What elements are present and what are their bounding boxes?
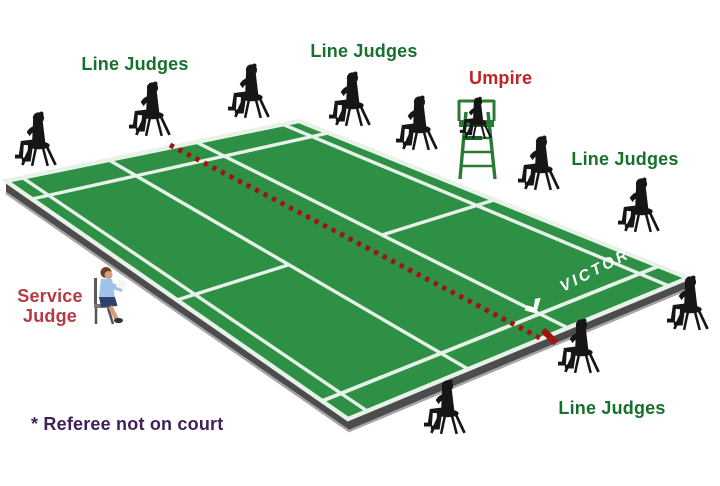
line-judge-figure [616,176,660,234]
line-judge-figure [516,134,560,192]
service-judge-label-line1: Service [17,286,83,306]
line-judge-figure [327,70,371,128]
net-line-dotted [168,142,542,341]
line-judges-label-right: Line Judges [571,149,679,169]
brand-v-icon [524,297,541,314]
singles-sideline-near [321,264,660,403]
singles-sideline-far [31,131,329,201]
center-line-left [176,263,289,302]
referee-note-label: * Referee not on court [31,414,224,434]
service-judge-figure [94,267,127,325]
line-judge-figure [13,110,57,168]
line-judges-label-top-left: Line Judges [81,54,189,74]
line-judge-figure [394,94,438,152]
net-post-mark [540,327,559,346]
line-judge-figure [127,80,171,138]
line-judges-label-bottom: Line Judges [558,398,666,418]
court-surface [6,121,688,419]
service-judge-label: Service Judge [4,286,96,326]
line-judges-label-top-center: Line Judges [310,41,418,61]
short-service-line-left [108,158,469,371]
service-judge-label-line2: Judge [22,306,77,326]
line-judge-figure [226,62,270,120]
center-line-right [381,198,495,237]
umpire-label: Umpire [469,68,533,88]
